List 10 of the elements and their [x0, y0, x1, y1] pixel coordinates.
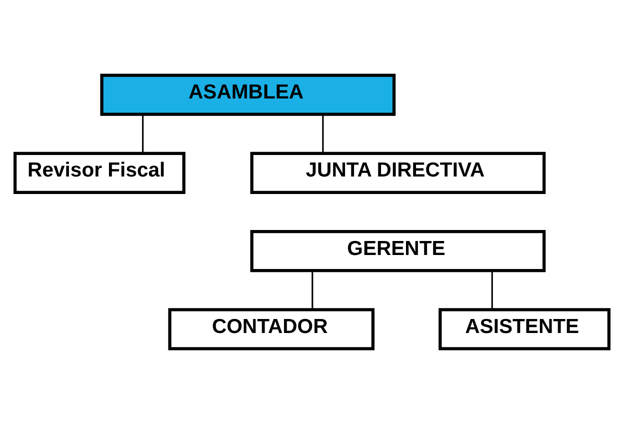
connector [142, 114, 144, 152]
connector [312, 270, 314, 309]
connector [491, 270, 493, 309]
node-box: ASAMBLEA [100, 73, 396, 116]
node-box: JUNTA DIRECTIVA [250, 151, 546, 194]
node-box: CONTADOR [168, 308, 375, 350]
node-box: GERENTE [250, 229, 546, 272]
node-box: ASISTENTE [438, 308, 610, 350]
node-box: Revisor Fiscal [14, 151, 186, 194]
connector [322, 114, 324, 152]
